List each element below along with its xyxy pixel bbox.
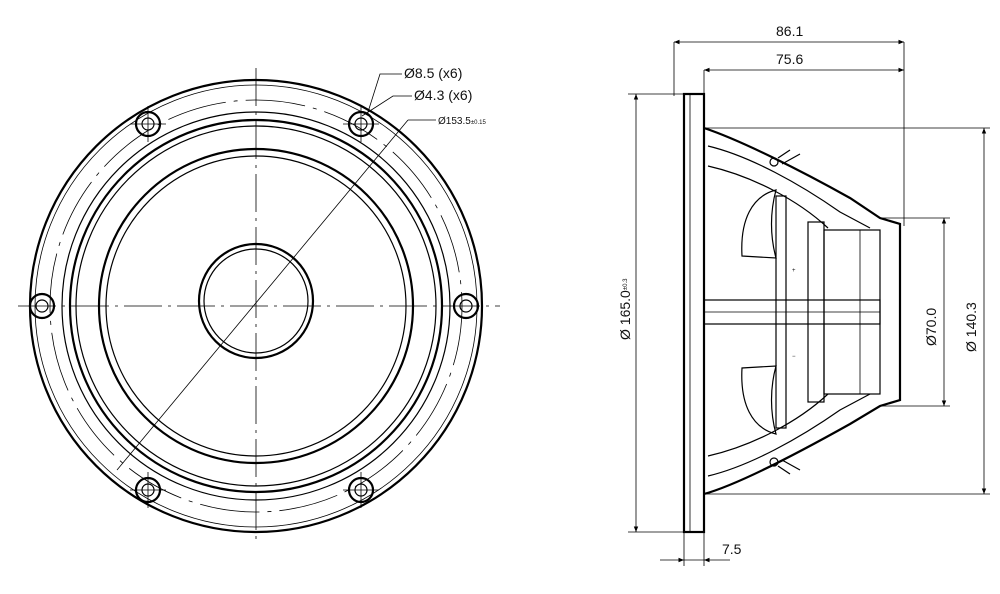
dim-flange-thickness: 7.5 xyxy=(722,541,742,557)
marker-plus: + xyxy=(792,268,796,274)
marker-minus: − xyxy=(792,354,796,360)
dim-outer-diameter-tol: ±0.3 xyxy=(623,278,629,290)
leader-bolt-hole xyxy=(367,73,402,113)
label-pcd: Ø153.5±0.15 xyxy=(438,116,486,127)
bolt-hole-left xyxy=(28,292,56,320)
bolt-hole-top-right xyxy=(343,106,379,142)
side-view: + − 86.1 75.6 Ø 165.0±0.3 Ø70.0 Ø 140.3 xyxy=(617,23,990,566)
dim-outer-diameter-main: Ø 165.0 xyxy=(617,290,633,340)
dim-frame-depth: 75.6 xyxy=(776,51,803,67)
basket-strut-top-1 xyxy=(707,145,871,229)
basket-strut-bottom-1 xyxy=(707,393,871,477)
dim-outer-diameter: Ø 165.0±0.3 xyxy=(617,278,633,340)
bolt-hole-top-left xyxy=(130,106,166,142)
terminal-bottom xyxy=(769,457,801,475)
label-pcd-tolerance: ±0.15 xyxy=(471,120,487,126)
leader-small-hole xyxy=(361,95,412,117)
basket-strut-bottom-2 xyxy=(707,393,829,457)
dim-overall-depth: 86.1 xyxy=(776,23,803,39)
dim-magnet-diameter: Ø70.0 xyxy=(923,308,939,346)
basket-outline xyxy=(703,126,902,496)
side-flange xyxy=(682,92,706,534)
bolt-hole-bottom-left xyxy=(130,472,166,508)
dim-basket-diameter: Ø 140.3 xyxy=(963,302,979,352)
front-view: Ø8.5 (x6) Ø4.3 (x6) Ø153.5±0.15 xyxy=(18,65,500,545)
label-pcd-main: Ø153.5 xyxy=(438,116,471,127)
terminal-top xyxy=(769,149,801,167)
bolt-hole-right xyxy=(452,292,480,320)
basket-window-bottom xyxy=(741,365,777,435)
bolt-hole-bottom-right xyxy=(343,472,379,508)
pcd-leader-line xyxy=(116,119,409,471)
label-bolt-hole: Ø8.5 (x6) xyxy=(404,65,462,81)
label-small-hole: Ø4.3 (x6) xyxy=(414,87,472,103)
basket-window-top xyxy=(741,189,777,259)
